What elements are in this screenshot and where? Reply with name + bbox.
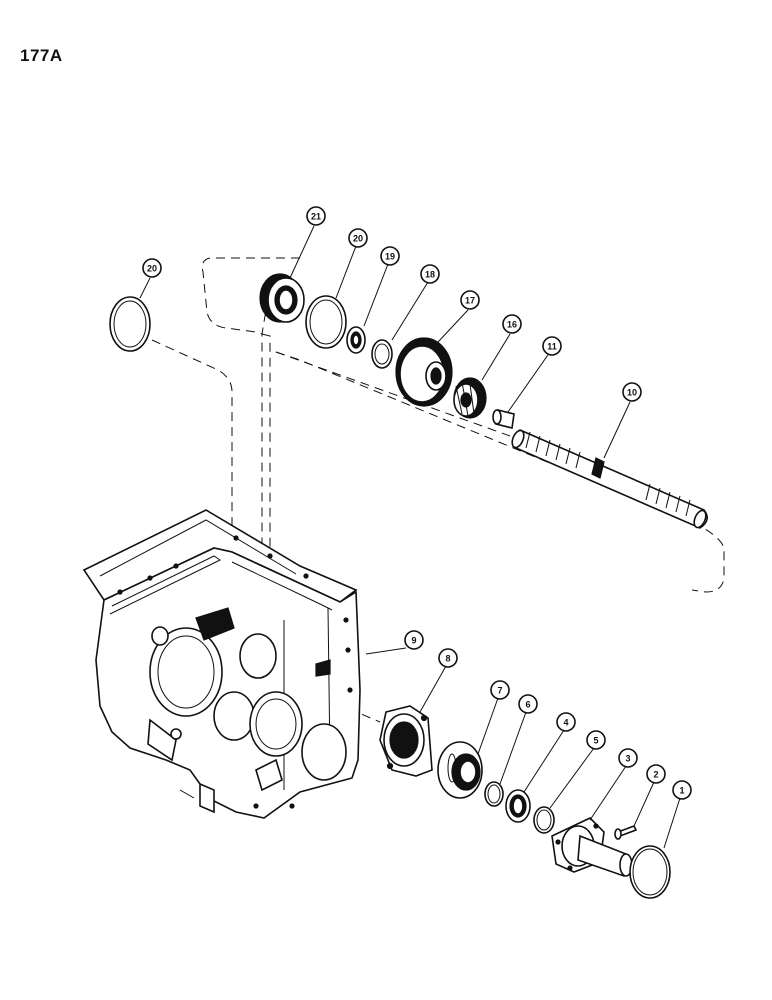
callout-18: 18	[420, 264, 440, 284]
o-ring-1	[629, 845, 671, 899]
seal-5	[533, 806, 555, 834]
snap-ring-18	[371, 339, 393, 369]
gear-16	[453, 377, 487, 419]
svg-text:8: 8	[445, 654, 450, 664]
callout-20-upper: 20	[348, 228, 368, 248]
transmission-housing	[82, 509, 361, 819]
race-4	[505, 789, 531, 823]
svg-text:9: 9	[411, 636, 416, 646]
bearing-21	[259, 273, 305, 323]
callout-11: 11	[542, 336, 562, 356]
bearing-cup-20-left	[109, 296, 151, 352]
bushing-11	[492, 409, 515, 429]
svg-text:2: 2	[653, 770, 658, 780]
svg-text:7: 7	[497, 686, 502, 696]
callout-3: 3	[618, 748, 638, 768]
callout-7: 7	[490, 680, 510, 700]
callout-21: 21	[306, 206, 326, 226]
page-number: 177A	[20, 46, 63, 65]
svg-text:11: 11	[547, 342, 557, 352]
callout-5: 5	[586, 730, 606, 750]
svg-text:17: 17	[465, 296, 475, 306]
output-shaft	[511, 429, 708, 529]
gear-17	[395, 337, 453, 407]
callout-10: 10	[622, 382, 642, 402]
svg-text:18: 18	[425, 270, 435, 280]
callout-20-left: 20	[142, 258, 162, 278]
svg-text:16: 16	[507, 320, 517, 330]
svg-text:21: 21	[311, 212, 321, 222]
callout-17: 17	[460, 290, 480, 310]
retainer-8	[379, 705, 433, 777]
svg-text:5: 5	[593, 736, 598, 746]
bearing-7	[437, 741, 483, 799]
svg-text:4: 4	[563, 718, 568, 728]
svg-text:20: 20	[147, 264, 157, 274]
svg-text:1: 1	[679, 786, 684, 796]
bearing-cup-20-upper	[305, 295, 347, 349]
svg-text:3: 3	[625, 754, 630, 764]
svg-text:10: 10	[627, 388, 637, 398]
snap-ring-6	[484, 781, 504, 807]
callout-4: 4	[556, 712, 576, 732]
svg-text:6: 6	[525, 700, 530, 710]
leader-lines	[139, 225, 681, 849]
callout-16: 16	[502, 314, 522, 334]
callout-19: 19	[380, 246, 400, 266]
svg-text:19: 19	[385, 252, 395, 262]
cover-3	[551, 817, 633, 877]
callout-2: 2	[646, 764, 666, 784]
svg-text:20: 20	[353, 234, 363, 244]
callout-8: 8	[438, 648, 458, 668]
callout-9: 9	[404, 630, 424, 650]
bearing-cone-19	[346, 326, 366, 354]
bolt-2	[614, 824, 638, 840]
callout-1: 1	[672, 780, 692, 800]
callout-6: 6	[518, 694, 538, 714]
